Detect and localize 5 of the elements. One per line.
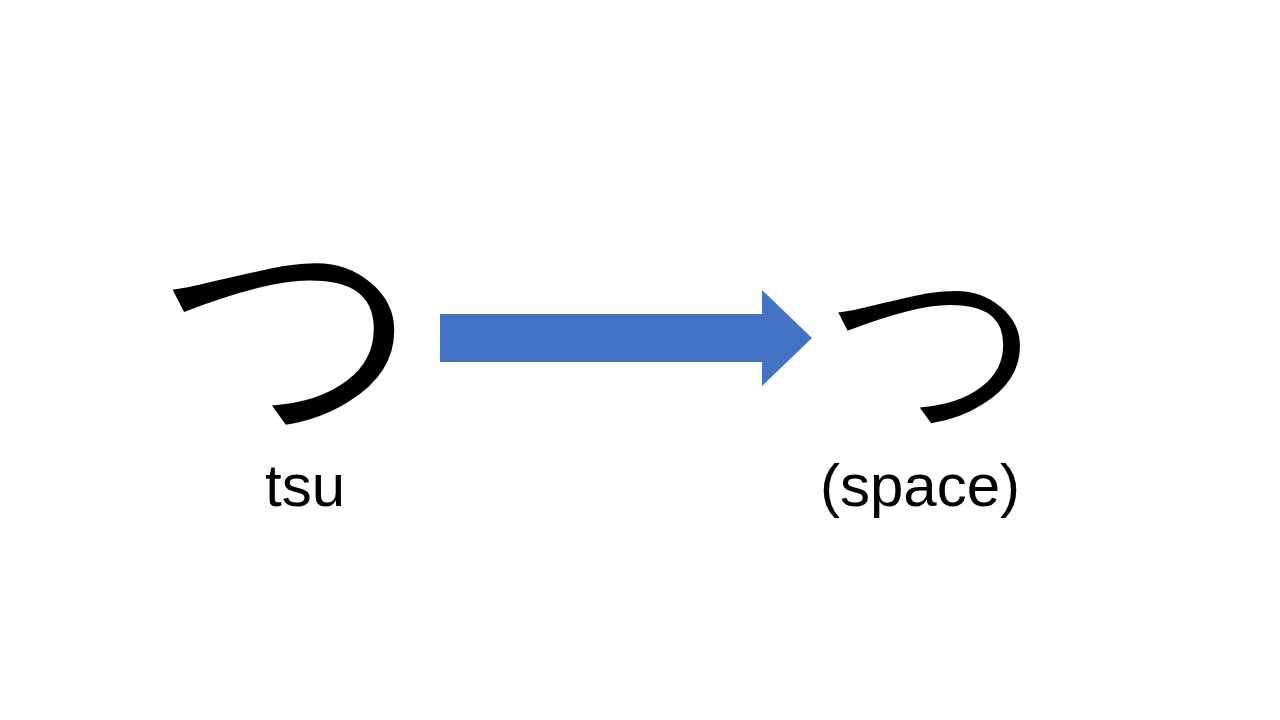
hiragana-character: つ [831,237,1042,443]
romaji-label: tsu [264,451,345,521]
romaji-label: (space) [819,451,1021,521]
hiragana-character: つ [165,200,422,450]
block-arrow [440,290,812,386]
